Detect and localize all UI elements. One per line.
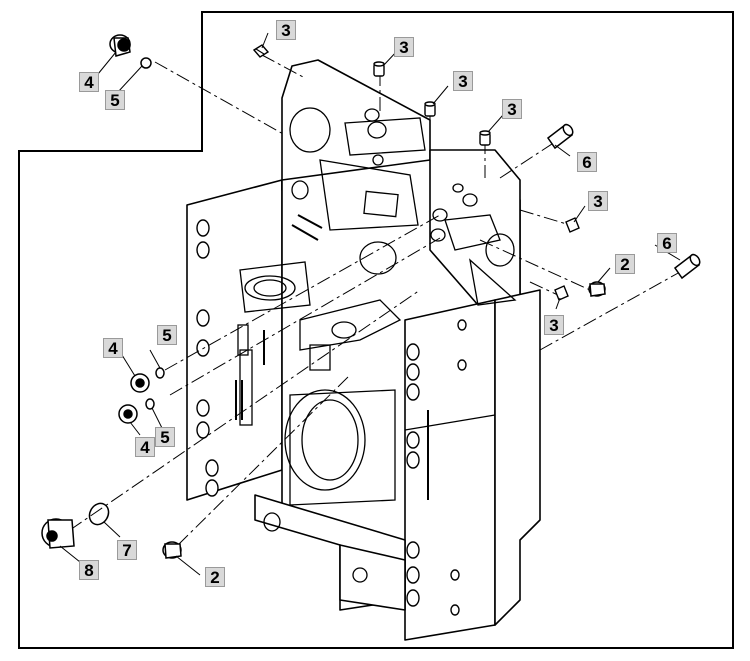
right-slab-holes xyxy=(406,319,467,616)
callout-8: 8 xyxy=(79,560,99,580)
casting-marks xyxy=(235,214,429,500)
dowel-pins xyxy=(546,123,701,280)
callout-6-right: 6 xyxy=(657,233,677,253)
callout-4-mid: 4 xyxy=(103,338,123,358)
callout-5-top: 5 xyxy=(105,90,125,110)
callout-3a: 3 xyxy=(276,20,296,40)
callout-4-top: 4 xyxy=(79,72,99,92)
plug-bottom xyxy=(162,541,182,559)
plug-top-left xyxy=(109,34,152,69)
housing-details xyxy=(237,107,517,583)
callout-3f: 3 xyxy=(544,315,564,335)
plug-right xyxy=(588,281,606,297)
callout-7: 7 xyxy=(117,540,137,560)
callout-3e: 3 xyxy=(588,191,608,211)
frame-border xyxy=(18,11,734,649)
left-wall-holes xyxy=(196,219,219,497)
callout-5-low: 5 xyxy=(155,427,175,447)
callout-3c: 3 xyxy=(453,71,473,91)
callout-3d: 3 xyxy=(502,99,522,119)
cap-screws xyxy=(252,44,580,301)
center-lines xyxy=(69,54,681,546)
callout-6-top: 6 xyxy=(577,152,597,172)
callout-2-right: 2 xyxy=(615,254,635,274)
callout-3b: 3 xyxy=(394,37,414,57)
callout-5-mid: 5 xyxy=(157,325,177,345)
callout-2-bottom: 2 xyxy=(205,567,225,587)
plugs-left xyxy=(118,367,165,424)
housing-body xyxy=(186,59,541,641)
callout-4-low: 4 xyxy=(135,437,155,457)
o-ring-and-plug xyxy=(41,502,110,549)
